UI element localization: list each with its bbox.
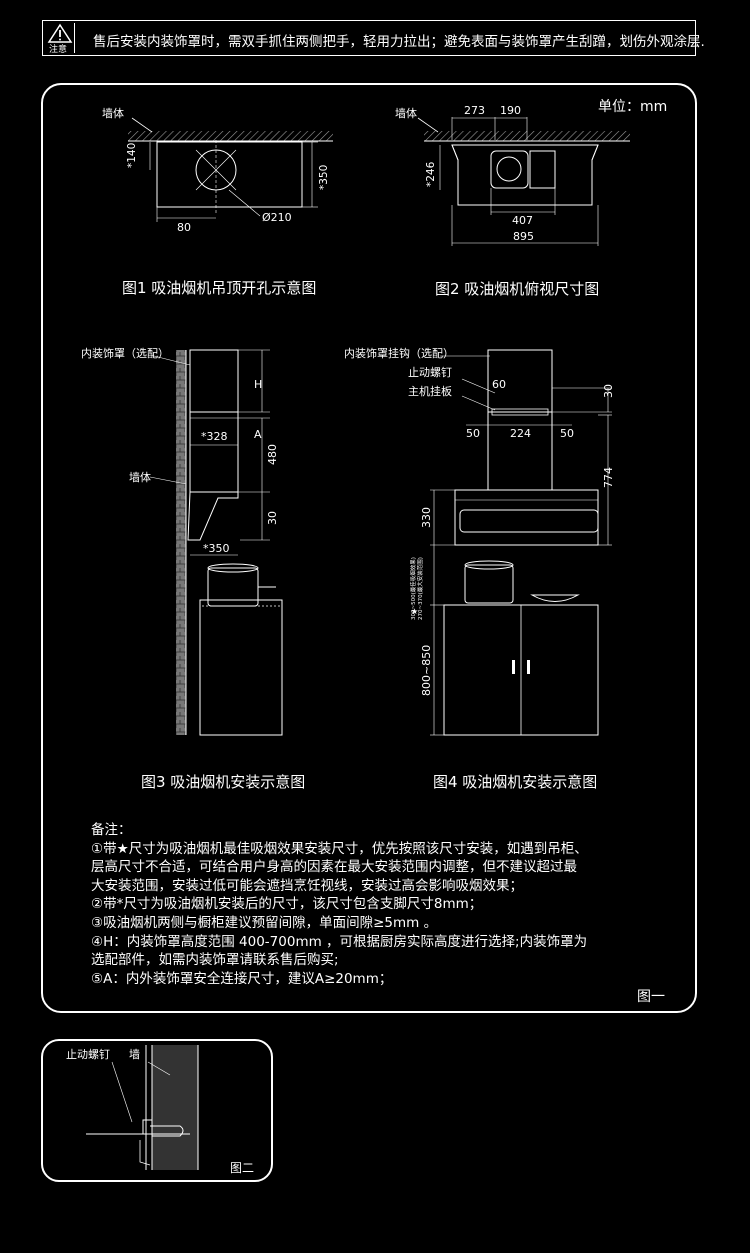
fig4-dim-330: 330 <box>420 507 433 528</box>
figure-one-label: 图一 <box>637 989 665 1005</box>
fig2-dim-190: 190 <box>500 104 521 117</box>
fig4-pot <box>464 564 514 604</box>
fig3-caption: 图3 吸油烟机安装示意图 <box>141 773 306 791</box>
inset-wall <box>152 1045 198 1170</box>
fig2-dim-895: 895 <box>513 230 534 243</box>
note-line: ⑤A：内外装饰罩安全连接尺寸，建议A≥20mm； <box>91 970 393 987</box>
fig2-duct-square <box>490 150 529 189</box>
fig4-plate-label: 主机挂板 <box>408 384 452 398</box>
note-line: 层高尺寸不合适，可结合用户身高的因素在最大安装范围内调整，但不建议超过最 <box>91 859 577 876</box>
fig3-cabinet <box>199 599 283 736</box>
warning-text: 售后安装内装饰罩时，需双手抓住两侧把手，轻用力拉出；避免表面与装饰罩产生刮蹭，划… <box>93 34 705 50</box>
note-line: ①带★尺寸为吸油烟机最佳吸烟效果安装尺寸，优先按照该尺寸安装，如遇到吊柜、 <box>91 840 588 857</box>
fig1-ceiling <box>128 131 333 141</box>
note-line: ②带*尺寸为吸油烟机安装后的尺寸，该尺寸包含支脚尺寸8mm； <box>91 896 483 913</box>
fig4-star-mark: ★ <box>411 607 418 616</box>
fig3-brick-wall <box>176 350 186 735</box>
fig2-side-box <box>529 150 556 189</box>
fig2-duct-circle <box>496 156 522 182</box>
fig3-dim-H: H <box>254 378 262 391</box>
note-line: 选配部件，如需内装饰罩请联系售后购买; <box>91 952 339 969</box>
fig2-caption: 图2 吸油烟机俯视尺寸图 <box>435 280 600 298</box>
fig4-range-best: 300~500(最佳吸烟效果) <box>409 557 417 620</box>
fig3-inner-cover-label: 内装饰罩（选配） <box>81 346 169 360</box>
fig3-dim-350: *350 <box>203 542 230 555</box>
fig1-drawing <box>128 117 333 222</box>
fig3-dim-328: *328 <box>201 430 228 443</box>
warning-icon <box>46 23 75 53</box>
figure-one-panel <box>41 83 697 1013</box>
fig3-dim-A: A <box>254 428 262 441</box>
note-line: ③吸油烟机两侧与橱柜建议预留间隙，单面间隙≥5mm 。 <box>91 914 438 931</box>
inset-hook <box>150 1125 184 1137</box>
fig4-dim-30: 30 <box>602 384 615 398</box>
fig1-dim-210: Ø210 <box>262 211 292 224</box>
inset-drawing <box>86 1045 199 1170</box>
fig4-dim-800: 800~850 <box>420 645 433 696</box>
fig3-drawing <box>149 349 283 736</box>
fig2-hood-outline <box>451 144 599 206</box>
fig1-hood-top <box>156 141 303 208</box>
fig4-drawing <box>430 349 612 736</box>
fig4-dim-50a: 50 <box>466 427 480 440</box>
notes-block: 备注： ①带★尺寸为吸油烟机最佳吸烟效果安装尺寸，优先按照该尺寸安装，如遇到吊柜… <box>91 821 691 988</box>
fig4-range-max: 270~370(最大安装范围) <box>416 557 424 620</box>
fig3-hood-body <box>187 491 239 541</box>
fig2-drawing <box>417 117 630 246</box>
fig1-dim-350: *350 <box>318 165 330 190</box>
fig3-outer-cover <box>189 411 239 493</box>
fig3-wall-label: 墙体 <box>129 470 151 484</box>
fig4-dim-60: 60 <box>492 378 506 391</box>
warning-triangle-icon <box>47 23 73 43</box>
notes-title: 备注： <box>91 822 132 838</box>
inset-wall-label: 墙 <box>129 1047 140 1061</box>
fig2-dim-273: 273 <box>464 104 485 117</box>
fig4-chimney-lower <box>487 411 553 491</box>
fig1-wall-label: 墙体 <box>102 106 124 120</box>
warning-label: 注意 <box>49 45 68 55</box>
fig4-caption: 图4 吸油烟机安装示意图 <box>433 773 598 791</box>
note-line: ④H：内装饰罩高度范围 400-700mm ，可根据厨房实际高度进行选择;内装饰… <box>91 933 588 950</box>
note-line: 大安装范围，安装过低可能会遮挡烹饪视线，安装过高会影响吸烟效果； <box>91 877 523 894</box>
fig4-hood-body <box>454 489 599 546</box>
fig2-dim-407: 407 <box>512 214 533 227</box>
fig1-dim-140: *140 <box>126 143 138 168</box>
fig4-screw-label: 止动螺钉 <box>408 366 452 379</box>
inset-screw-label: 止动螺钉 <box>66 1048 110 1061</box>
fig4-hood-panel <box>459 509 599 533</box>
fig1-dim-80: 80 <box>177 221 191 234</box>
fig4-dim-774: 774 <box>602 467 615 488</box>
fig3-inner-cover <box>189 349 239 413</box>
fig4-pan <box>530 594 580 602</box>
fig4-hook-label: 内装饰罩挂钩（选配） <box>344 346 454 360</box>
unit-label: 单位：mm <box>598 99 668 115</box>
fig1-caption: 图1 吸油烟机吊顶开孔示意图 <box>122 279 317 297</box>
fig3-dim-30: 30 <box>266 511 279 525</box>
fig2-dim-246: *246 <box>425 161 437 187</box>
fig3-dim-480: 480 <box>266 444 279 465</box>
figure-two-panel <box>41 1039 273 1182</box>
warning-bar: 注意 售后安装内装饰罩时，需双手抓住两侧把手，轻用力拉出；避免表面与装饰罩产生刮… <box>42 20 705 56</box>
fig4-dim-50b: 50 <box>560 427 574 440</box>
fig4-dim-224: 224 <box>510 427 531 440</box>
inset-figure-label: 图二 <box>230 1161 254 1175</box>
fig4-mount-plate <box>491 408 549 416</box>
fig2-wall-label: 墙体 <box>395 106 417 120</box>
